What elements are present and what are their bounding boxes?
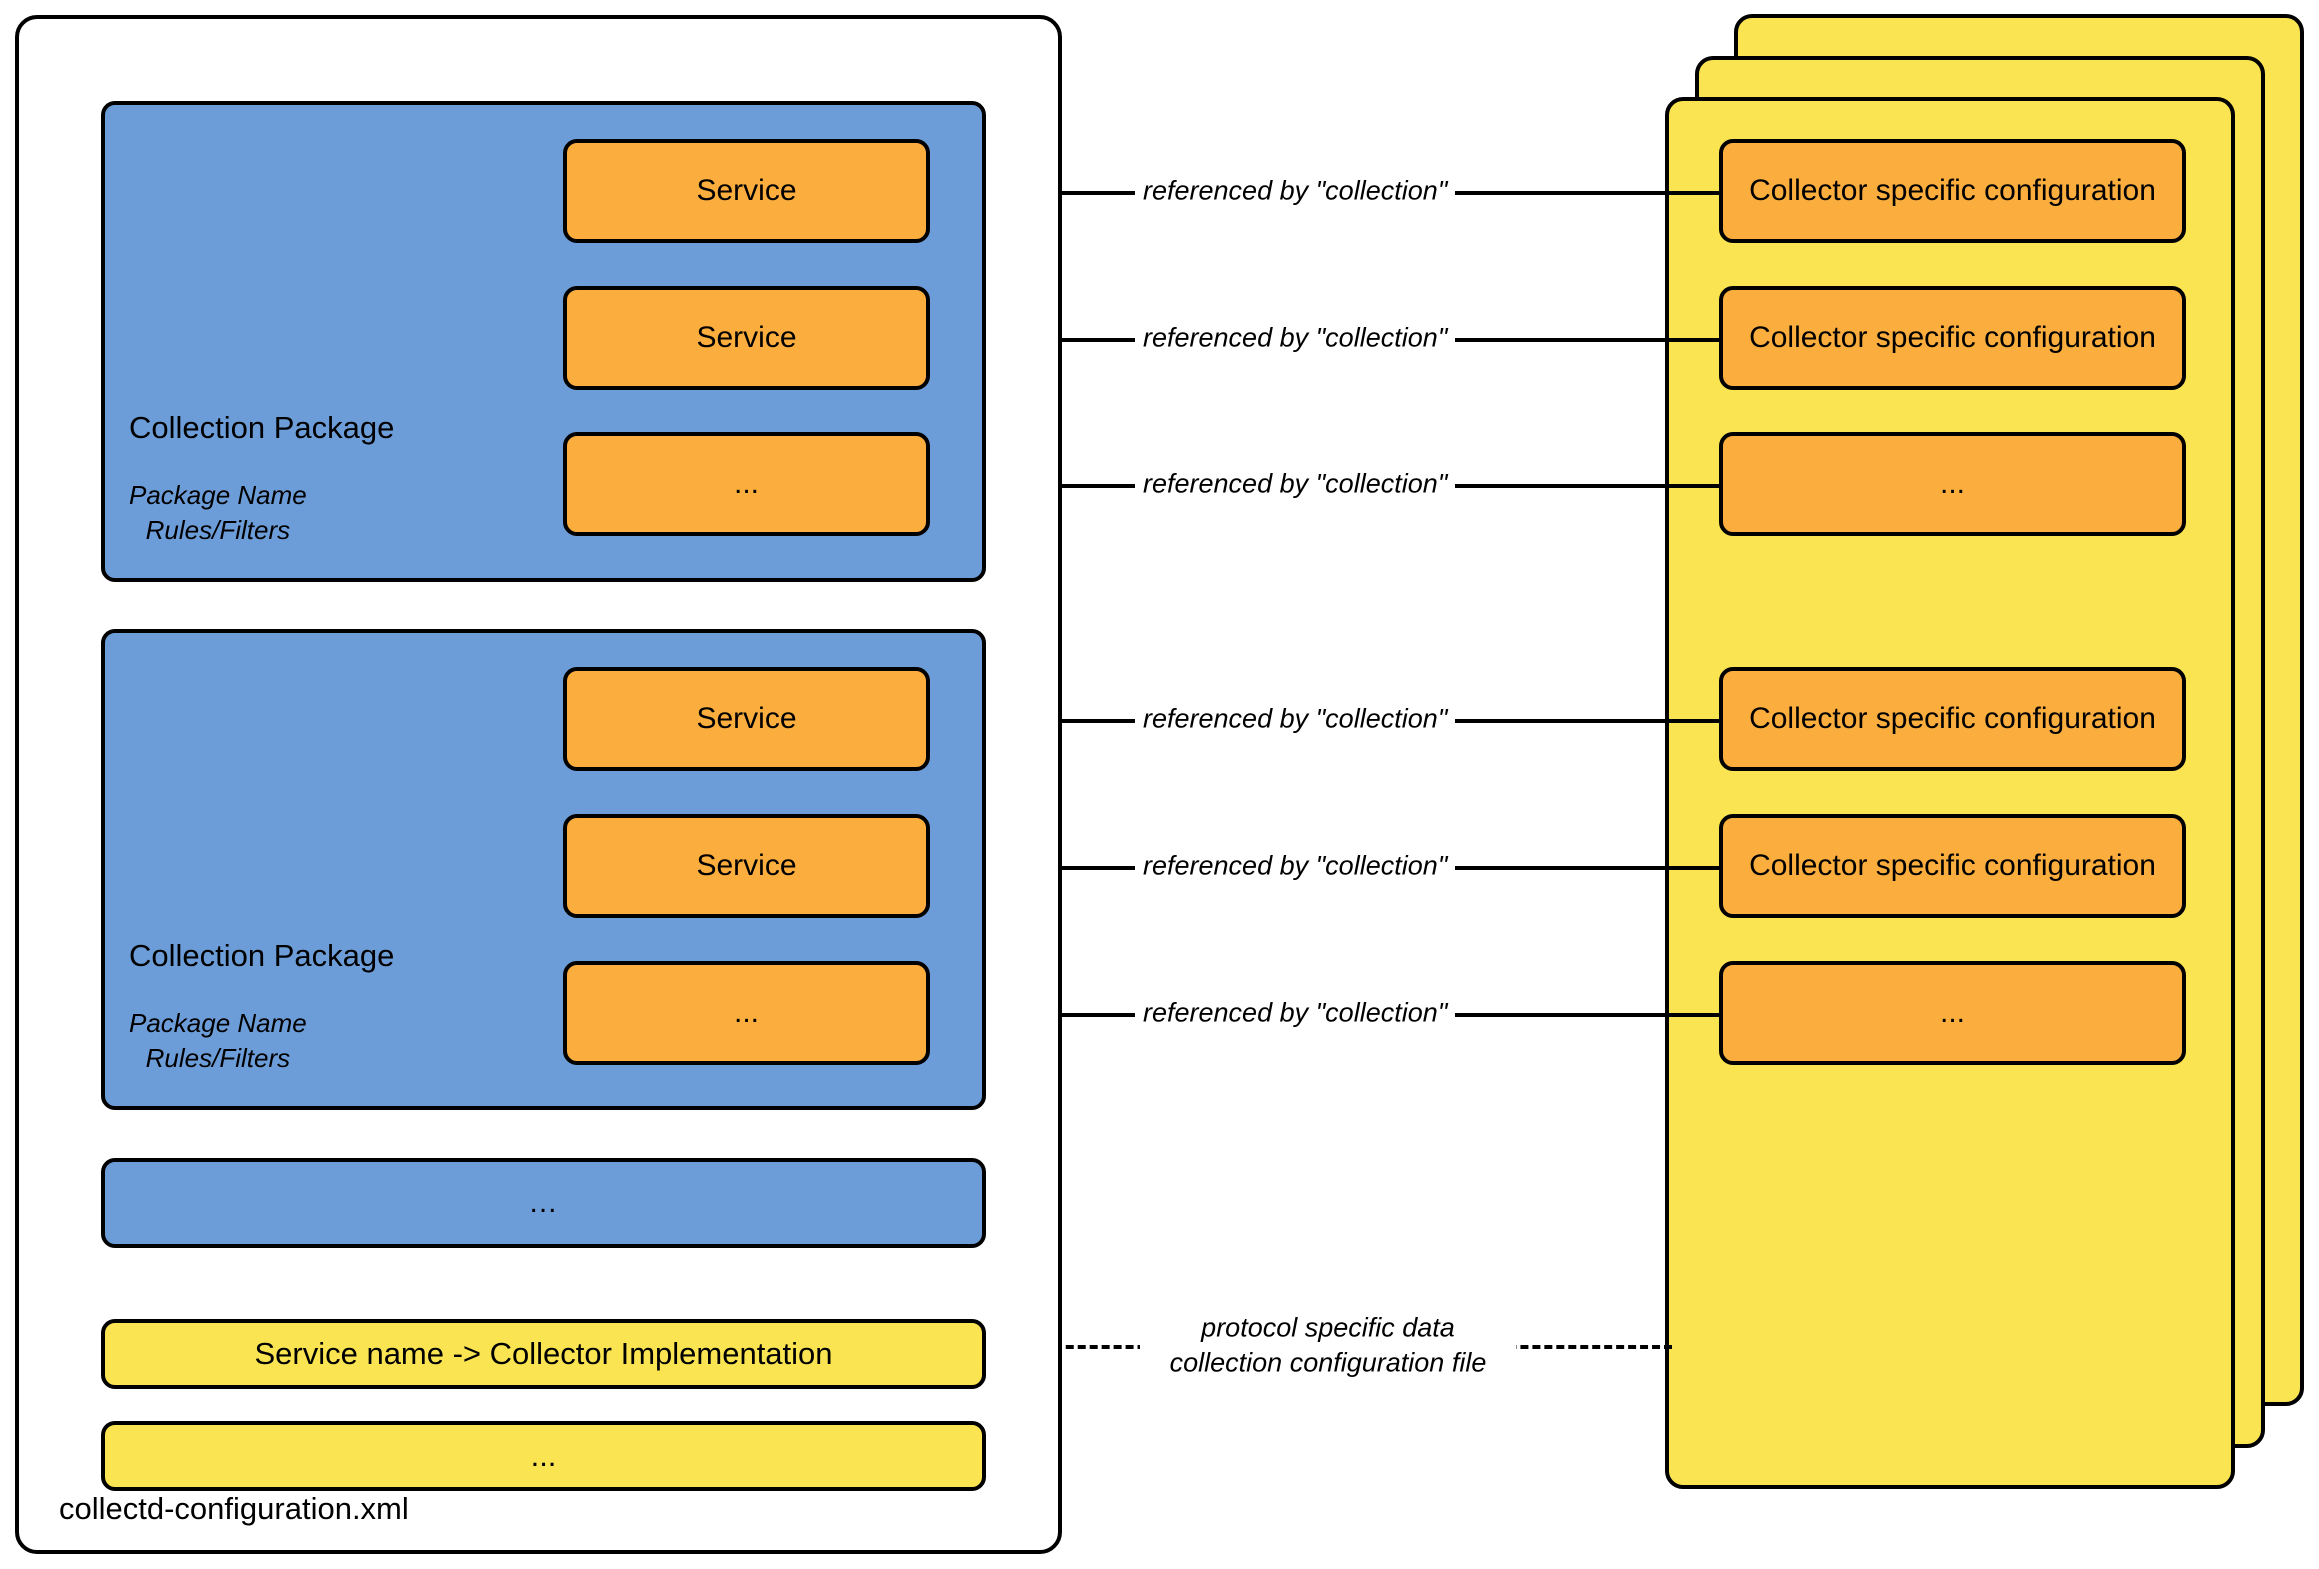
collector-config-label: Collector specific configuration (1749, 321, 2156, 355)
collector-config-label: Collector specific configuration (1749, 174, 2156, 208)
collectd-configuration-container: Collection Package Package Name Rules/Fi… (15, 15, 1062, 1554)
connector-label-text: referenced by "collection" (1143, 175, 1448, 206)
service-collector-mapping-label: Service name -> Collector Implementation (254, 1336, 833, 1371)
service-label: Service (696, 321, 797, 355)
service-label: Service (696, 702, 797, 736)
service-collector-mapping-ellipsis-row[interactable]: ... (101, 1421, 986, 1491)
collector-config-label: ... (1939, 996, 1965, 1030)
collection-package-ellipsis[interactable]: ... (101, 1158, 986, 1248)
collector-config-label: Collector specific configuration (1749, 702, 2156, 736)
collector-config-label: ... (1939, 467, 1965, 501)
service-label: Service (696, 174, 797, 208)
connector-label-text: referenced by "collection" (1143, 997, 1448, 1028)
connector-label: referenced by "collection" (1135, 173, 1456, 209)
connector-label: referenced by "collection" (1135, 320, 1456, 356)
service-collector-mapping-ellipsis-label: ... (530, 1438, 557, 1473)
service-box-ellipsis[interactable]: ... (563, 432, 930, 536)
collector-config-box[interactable]: ... (1719, 961, 2186, 1065)
connector-label: referenced by "collection" (1135, 848, 1456, 884)
package-name-label: Package Name (129, 480, 307, 510)
collector-config-box[interactable]: Collector specific configuration (1719, 667, 2186, 771)
package-title: Collection Package (129, 938, 395, 973)
page-title: collectd-configuration.xml (59, 1491, 409, 1526)
collector-config-box[interactable]: Collector specific configuration (1719, 139, 2186, 243)
connector-label-text: referenced by "collection" (1143, 468, 1448, 499)
collector-config-label: Collector specific configuration (1749, 849, 2156, 883)
protocol-connector-label: protocol specific data collection config… (1140, 1310, 1516, 1380)
service-label: Service (696, 849, 797, 883)
connector-label-text: referenced by "collection" (1143, 322, 1448, 353)
package-rules-label: Rules/Filters (145, 1042, 291, 1073)
service-box-ellipsis[interactable]: ... (563, 961, 930, 1065)
collector-config-box[interactable]: Collector specific configuration (1719, 814, 2186, 918)
package-rules-label: Rules/Filters (145, 514, 291, 545)
service-box[interactable]: Service (563, 286, 930, 390)
protocol-connector-line-2: configuration file (1289, 1347, 1487, 1377)
package-name-label: Package Name (129, 1008, 307, 1038)
collector-config-box[interactable]: Collector specific configuration (1719, 286, 2186, 390)
service-box[interactable]: Service (563, 139, 930, 243)
service-label: ... (733, 467, 759, 501)
service-box[interactable]: Service (563, 667, 930, 771)
connector-label-text: referenced by "collection" (1143, 703, 1448, 734)
connector-label-text: referenced by "collection" (1143, 850, 1448, 881)
package-meta: Package Name Rules/Filters (129, 1006, 307, 1075)
protocol-connector-line-1: protocol specific data collection (1169, 1312, 1455, 1377)
connector-label: referenced by "collection" (1135, 995, 1456, 1031)
service-collector-mapping-row[interactable]: Service name -> Collector Implementation (101, 1319, 986, 1389)
package-title: Collection Package (129, 410, 395, 445)
service-box[interactable]: Service (563, 814, 930, 918)
package-meta: Package Name Rules/Filters (129, 478, 307, 547)
collection-package-ellipsis-label: ... (529, 1186, 558, 1219)
connector-label: referenced by "collection" (1135, 701, 1456, 737)
collector-config-box[interactable]: ... (1719, 432, 2186, 536)
service-label: ... (733, 996, 759, 1030)
connector-label: referenced by "collection" (1135, 466, 1456, 502)
